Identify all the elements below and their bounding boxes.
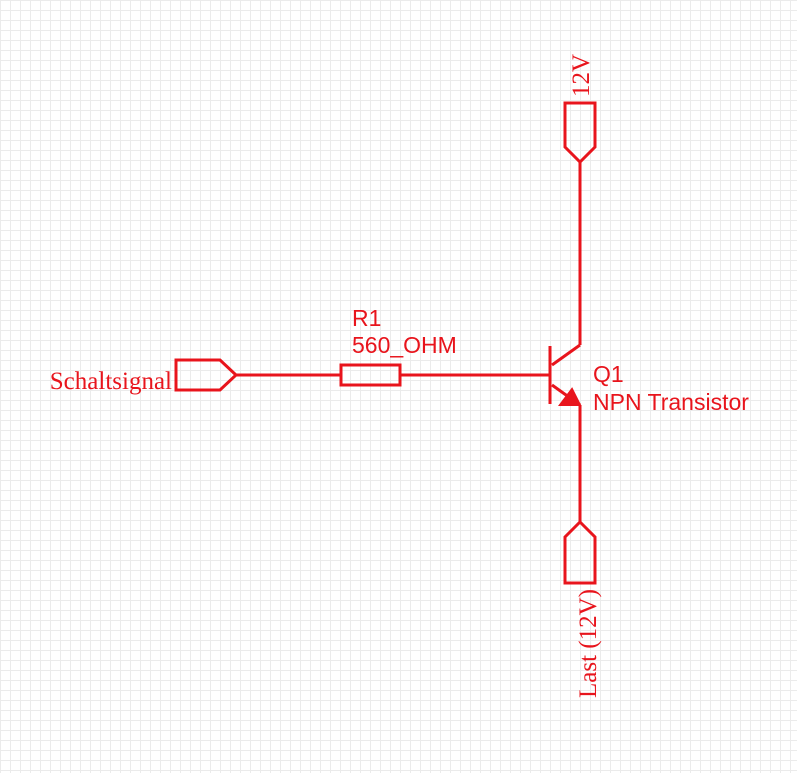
load-port-label: Last (12V) (575, 589, 602, 698)
input-port-flag[interactable] (174, 358, 239, 392)
transistor-collector-lead (551, 343, 581, 367)
input-port-label: Schaltsignal (50, 368, 172, 395)
transistor-emitter-arrow (558, 387, 582, 406)
transistor-q1-type: NPN Transistor (593, 389, 749, 415)
resistor-r1-body[interactable] (339, 363, 402, 387)
transistor-q1-designator: Q1 (593, 361, 624, 387)
resistor-r1-value: 560_OHM (352, 332, 457, 358)
load-port-flag[interactable] (563, 519, 597, 585)
supply-port-flag[interactable] (563, 101, 597, 165)
resistor-r1-designator: R1 (352, 305, 381, 331)
transistor-q1-symbol[interactable] (548, 343, 582, 407)
supply-port-label: 12V (568, 54, 595, 97)
